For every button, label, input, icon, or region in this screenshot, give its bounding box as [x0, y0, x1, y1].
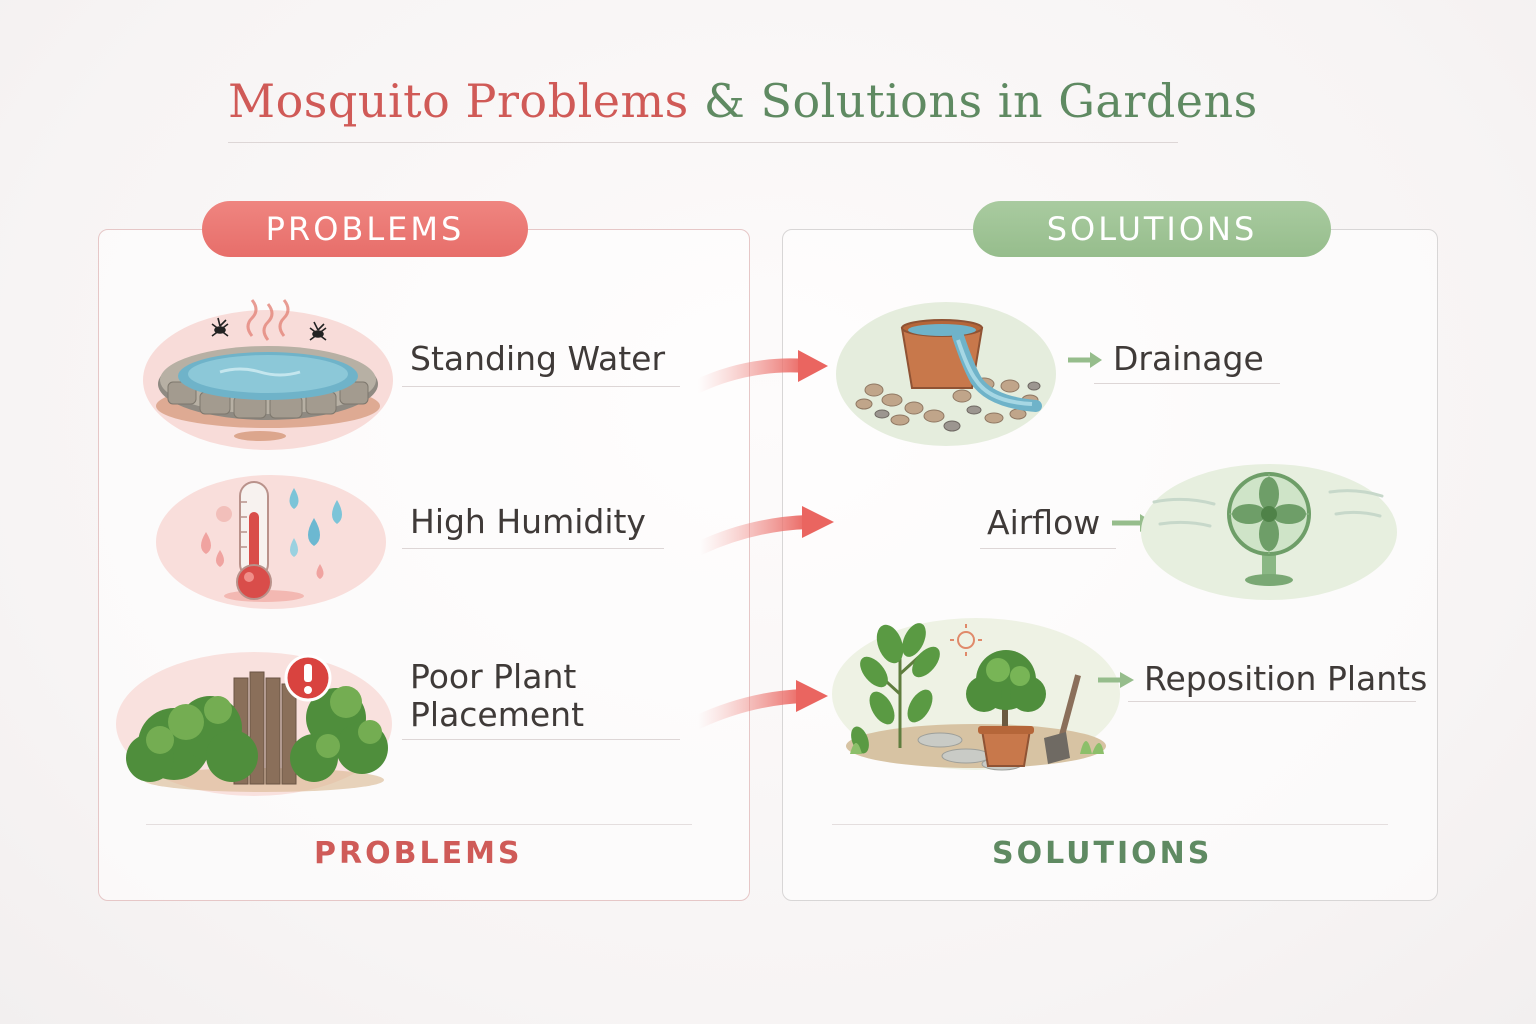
- reposition-arrow-icon: [1098, 672, 1134, 688]
- page-title: Mosquito Problems & Solutions in Gardens: [228, 74, 1258, 128]
- title-part-solutions: Solutions in Gardens: [760, 74, 1258, 128]
- problem-standing-water-label: Standing Water: [410, 339, 666, 378]
- problem-label-divider: [402, 548, 664, 549]
- overgrown-plants-warning-icon: [116, 652, 392, 796]
- arrow-standing-water-to-drainage: [691, 350, 828, 393]
- water-pool-icon: [143, 299, 393, 450]
- drainage-arrow-icon: [1068, 352, 1102, 368]
- solution-label-divider: [980, 548, 1116, 549]
- problem-label-divider: [402, 386, 680, 387]
- solution-drainage-label: Drainage: [1113, 339, 1264, 378]
- potted-plant-icon: [832, 618, 1120, 771]
- title-divider: [228, 142, 1178, 143]
- solution-label-divider: [1128, 701, 1416, 702]
- title-ampersand: &: [703, 74, 746, 128]
- solution-airflow-label: Airflow: [987, 503, 1101, 542]
- problem-label-divider: [402, 739, 680, 740]
- problem-poor-plant-placement-label-line2: Placement: [410, 695, 585, 734]
- problem-high-humidity-label: High Humidity: [410, 502, 646, 541]
- arrow-placement-to-reposition: [691, 680, 828, 729]
- problems-badge: PROBLEMS: [202, 201, 528, 257]
- solutions-footer-label: SOLUTIONS: [992, 836, 1213, 871]
- problem-poor-plant-placement-label-line1: Poor Plant: [410, 657, 577, 696]
- drainage-pot-icon: [836, 302, 1056, 446]
- arrow-humidity-to-airflow: [693, 506, 834, 555]
- solutions-footer-divider: [832, 824, 1388, 825]
- problems-footer-divider: [146, 824, 692, 825]
- solutions-badge: SOLUTIONS: [973, 201, 1331, 257]
- thermometer-droplets-icon: [156, 475, 386, 609]
- problems-footer-label: PROBLEMS: [314, 836, 523, 871]
- solution-reposition-plants-label: Reposition Plants: [1144, 659, 1428, 698]
- title-part-problems: Mosquito Problems: [228, 74, 689, 128]
- solution-label-divider: [1094, 383, 1280, 384]
- fan-icon: [1141, 464, 1397, 600]
